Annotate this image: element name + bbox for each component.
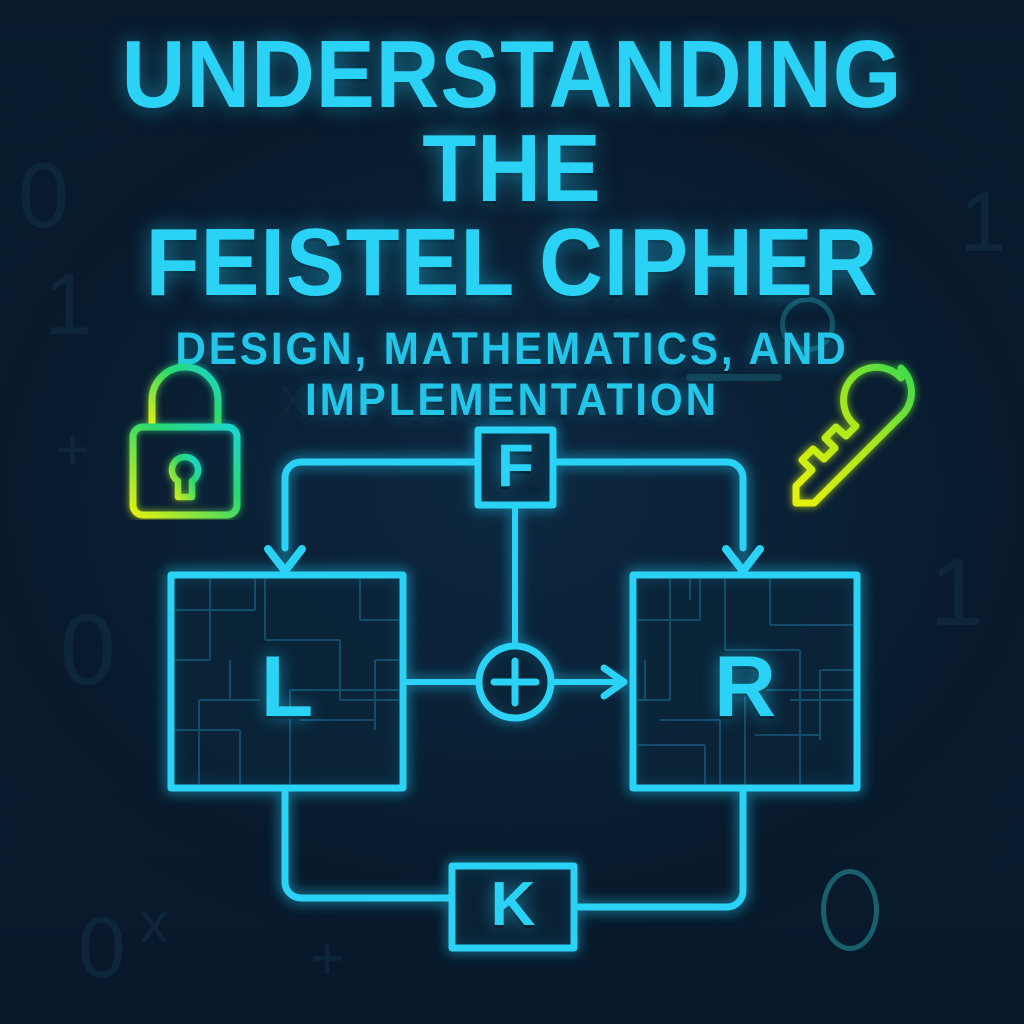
edge-f-to-right <box>549 458 747 552</box>
page-subtitle: DESIGN, MATHEMATICS, AND IMPLEMENTATION <box>31 324 994 425</box>
node-k-box <box>448 862 578 952</box>
title-line-2: FEISTEL CIPHER <box>145 209 879 317</box>
circuit-texture-left <box>175 579 399 784</box>
circuit-texture-right <box>637 579 853 784</box>
subtitle-line-1: DESIGN, MATHEMATICS, AND <box>175 323 849 375</box>
edge-f-to-left <box>281 458 482 552</box>
node-f-label: F <box>497 432 534 499</box>
header-block: UNDERSTANDING THE FEISTEL CIPHER DESIGN,… <box>0 0 1024 425</box>
page-title: UNDERSTANDING THE FEISTEL CIPHER <box>41 0 983 310</box>
arrowhead-right-xor <box>600 664 628 700</box>
node-l-label: L <box>260 639 314 735</box>
edge-k-to-r <box>570 784 747 911</box>
title-line-1: UNDERSTANDING THE <box>121 21 903 223</box>
node-r-label: R <box>713 639 777 735</box>
key-icon <box>768 360 933 520</box>
subtitle-line-2: IMPLEMENTATION <box>305 373 719 425</box>
arrowhead-down-right <box>722 545 764 575</box>
node-k-label: K <box>490 870 536 939</box>
padlock-icon <box>120 355 250 520</box>
edge-l-to-k <box>281 784 456 902</box>
arrowhead-down-left <box>264 545 306 575</box>
